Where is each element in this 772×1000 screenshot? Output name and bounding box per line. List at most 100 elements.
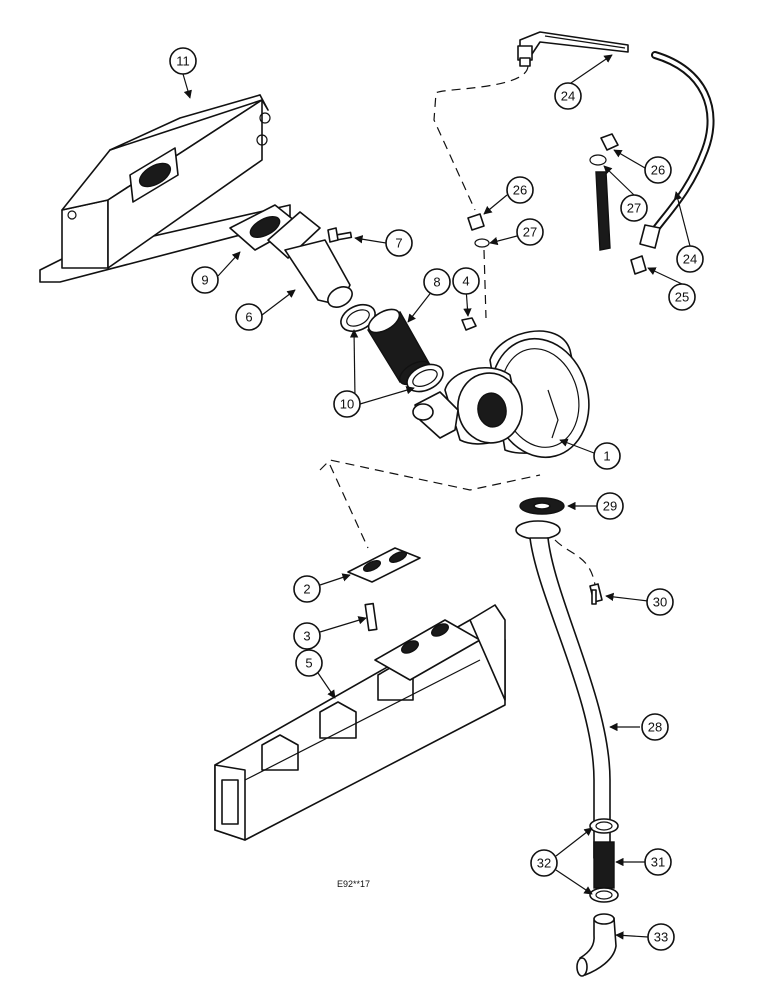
leader-11 (182, 73, 192, 99)
callout-28: 28 (641, 713, 669, 741)
leader-1 (559, 438, 595, 454)
part-4-nut (461, 317, 477, 331)
callout-31: 31 (644, 848, 672, 876)
part-6-elbow (267, 211, 353, 308)
assembly-line-manifold-down (329, 464, 369, 549)
svg-text:2: 2 (303, 582, 310, 597)
leader-10b (359, 386, 415, 405)
part-24-oil-hose (639, 51, 715, 249)
svg-text:4: 4 (462, 274, 469, 289)
callout-26b: 26 (506, 176, 534, 204)
callout-33: 33 (647, 923, 675, 951)
callout-11: 11 (169, 47, 197, 75)
svg-text:8: 8 (433, 275, 440, 290)
leader-2 (319, 573, 351, 586)
callout-27b: 27 (516, 218, 544, 246)
figure-reference: E92**17 (337, 879, 370, 889)
part-10-clamp-upper (340, 303, 376, 333)
part-27-oring-right (589, 154, 607, 166)
svg-text:26: 26 (513, 183, 527, 198)
svg-text:9: 9 (201, 273, 208, 288)
part-31-hose (593, 841, 615, 889)
callout-9: 9 (191, 266, 219, 294)
svg-text:29: 29 (603, 499, 617, 514)
callout-1: 1 (593, 442, 621, 470)
part-32-clamp-lower (589, 887, 619, 903)
leader-9 (217, 251, 241, 277)
callout-10: 10 (333, 390, 361, 418)
callout-29: 29 (596, 492, 624, 520)
callout-24a: 24 (554, 82, 582, 110)
assembly-line-oil-right (483, 249, 487, 319)
svg-text:25: 25 (675, 290, 689, 305)
part-28-drain-tube (515, 520, 611, 859)
part-28-oil-tube-right (595, 171, 611, 251)
leader-24a (567, 54, 613, 86)
callout-5: 5 (295, 649, 323, 677)
part-26-fitting-center (467, 213, 485, 231)
svg-text:32: 32 (537, 856, 551, 871)
svg-text:10: 10 (340, 397, 354, 412)
svg-text:28: 28 (648, 720, 662, 735)
part-30-bolt (589, 583, 603, 605)
leader-6 (261, 289, 296, 316)
svg-text:7: 7 (395, 236, 402, 251)
callout-6: 6 (235, 303, 263, 331)
part-29-gasket (519, 497, 565, 515)
part-11-housing (39, 94, 291, 283)
assembly-line-drain (554, 539, 596, 586)
callout-26a: 26 (644, 156, 672, 184)
leader-5 (317, 672, 336, 699)
svg-text:33: 33 (654, 930, 668, 945)
svg-text:11: 11 (176, 54, 190, 69)
leader-32b (555, 869, 593, 895)
callout-4: 4 (452, 267, 480, 295)
part-2-gasket (347, 547, 421, 583)
part-10-clamp-lower (406, 363, 444, 393)
svg-text:26: 26 (651, 163, 665, 178)
leader-27b (489, 235, 518, 246)
part-1-turbocharger (412, 330, 590, 459)
callout-8: 8 (423, 268, 451, 296)
leader-3 (319, 616, 367, 633)
part-24-oil-line-upper (517, 31, 629, 67)
callout-32: 32 (530, 849, 558, 877)
callout-30: 30 (646, 588, 674, 616)
callout-3: 3 (293, 622, 321, 650)
callout-7: 7 (385, 229, 413, 257)
svg-text:27: 27 (627, 201, 641, 216)
svg-text:31: 31 (651, 855, 665, 870)
svg-text:1: 1 (603, 449, 610, 464)
svg-text:24: 24 (561, 89, 575, 104)
svg-text:24: 24 (683, 252, 697, 267)
part-33-elbow (576, 913, 617, 977)
leader-7 (354, 235, 387, 244)
svg-text:27: 27 (523, 225, 537, 240)
leader-10a (349, 329, 359, 399)
leader-27a (603, 165, 635, 196)
leader-25 (647, 267, 683, 285)
part-3-stud (364, 602, 378, 632)
part-7-bolt (327, 227, 353, 243)
assembly-line-oil (433, 65, 529, 211)
leader-24b (673, 191, 691, 247)
svg-text:5: 5 (305, 656, 312, 671)
leader-26b (483, 194, 508, 215)
svg-text:30: 30 (653, 595, 667, 610)
part-5-manifold (214, 604, 506, 841)
callout-2: 2 (293, 575, 321, 603)
leader-33 (615, 931, 649, 940)
part-32-clamp-upper (589, 818, 619, 834)
leader-26a (613, 149, 646, 169)
callout-25: 25 (668, 283, 696, 311)
svg-text:3: 3 (303, 629, 310, 644)
assembly-line-manifold (319, 459, 541, 491)
part-25-fitting (630, 255, 647, 275)
leader-32a (555, 827, 593, 857)
leader-30 (605, 592, 649, 602)
part-26-fitting-right (600, 133, 619, 151)
svg-text:6: 6 (245, 310, 252, 325)
callout-27a: 27 (620, 194, 648, 222)
part-27-oring-center (474, 238, 490, 248)
